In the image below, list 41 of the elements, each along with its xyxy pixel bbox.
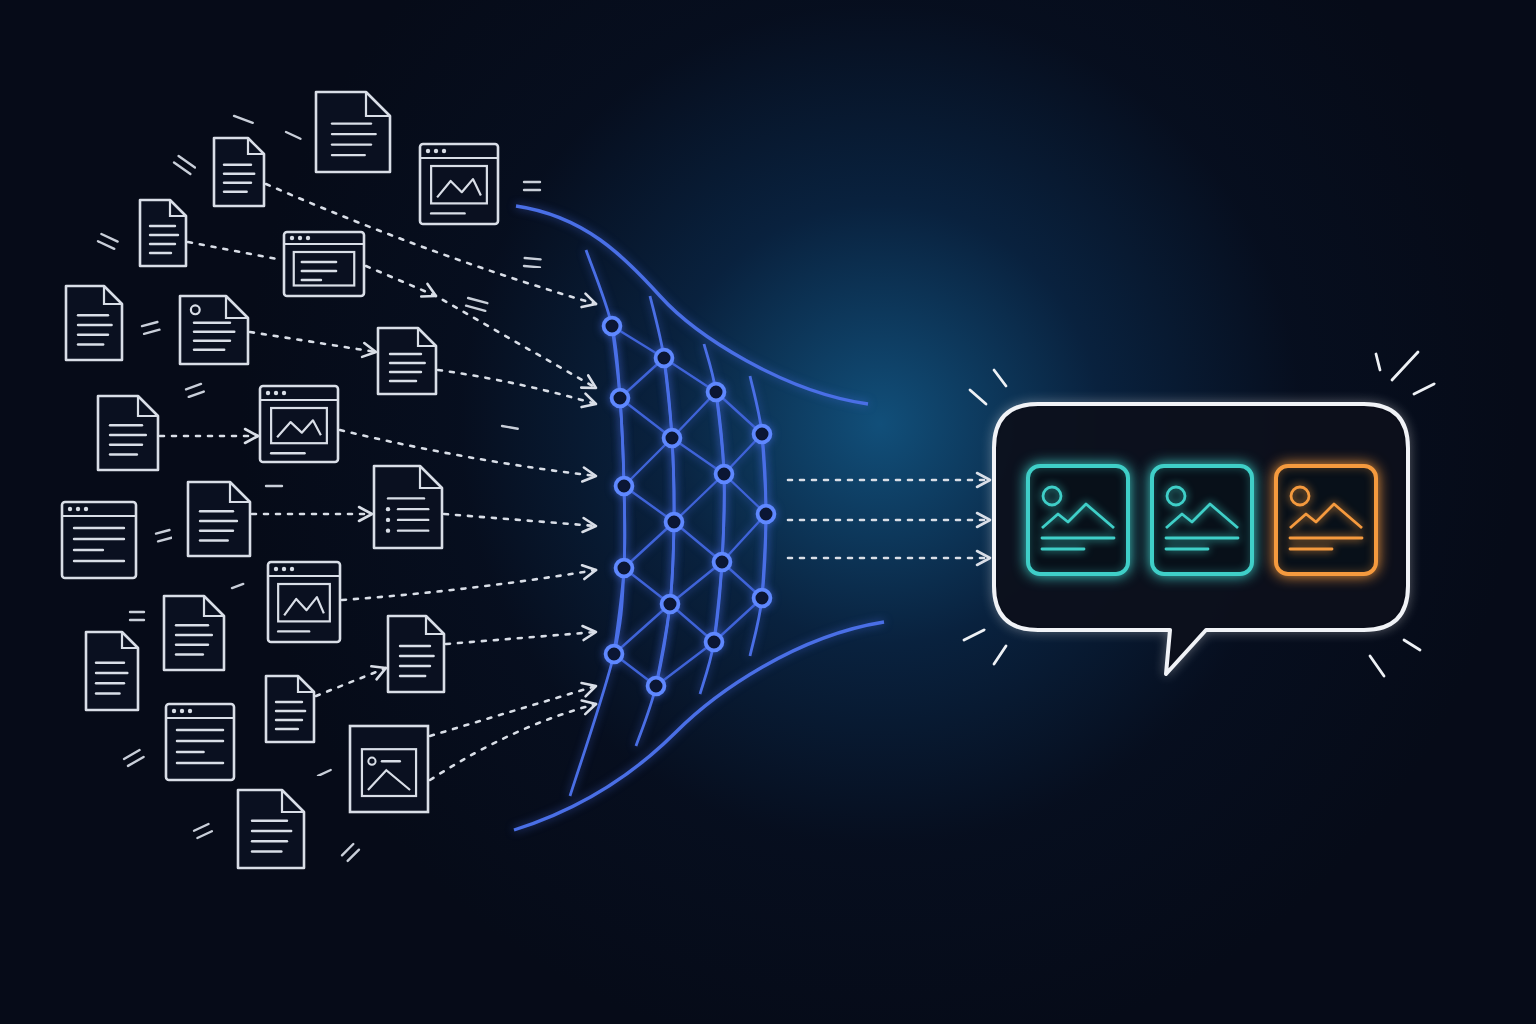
document-icon (178, 294, 250, 366)
dashed-arrow (786, 511, 992, 529)
document-icon (64, 284, 124, 362)
document-icon (236, 788, 306, 870)
dashed-arrow (428, 681, 598, 738)
dashed-arrow (340, 563, 598, 602)
document-icon (186, 480, 252, 558)
browser-window-icon (164, 702, 236, 782)
dashed-arrow (786, 549, 992, 567)
document-icon (162, 594, 226, 672)
document-icon (84, 630, 140, 712)
dashed-arrow (442, 512, 598, 534)
dashed-arrow (428, 699, 598, 782)
image-card (1026, 464, 1130, 576)
browser-window-icon (266, 560, 342, 644)
document-icon (96, 394, 160, 472)
picture-icon (348, 724, 430, 814)
dashed-arrow (444, 624, 598, 646)
dashed-arrow (786, 471, 992, 489)
dashed-arrow (158, 427, 260, 445)
document-icon (264, 674, 316, 744)
image-card (1274, 464, 1378, 576)
dashed-arrow (436, 368, 598, 409)
document-icon (314, 90, 392, 174)
dashed-arrow (314, 665, 388, 698)
document-icon (386, 614, 446, 694)
image-card (1150, 464, 1254, 576)
dashed-arrow (364, 264, 598, 390)
browser-window-icon (418, 142, 500, 226)
dashed-arrow (250, 505, 374, 523)
browser-window-icon (258, 384, 340, 464)
document-icon (376, 326, 438, 396)
speech-bubble (990, 400, 1414, 680)
browser-window-icon (60, 500, 138, 580)
dashed-arrow (338, 428, 598, 483)
dashed-arrow (248, 330, 378, 359)
dashed-arrow (264, 182, 598, 309)
document-icon (372, 464, 444, 550)
browser-window-icon (282, 230, 366, 298)
document-icon (212, 136, 266, 208)
document-icon (138, 198, 188, 268)
